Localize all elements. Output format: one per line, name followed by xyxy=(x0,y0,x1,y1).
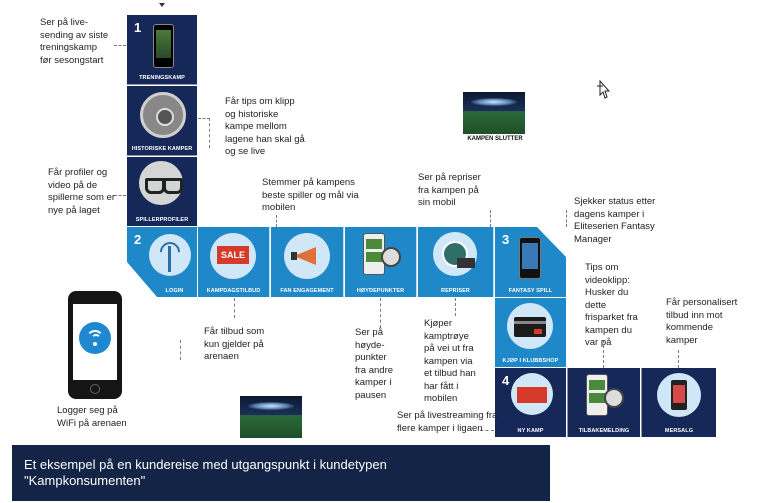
step-mersalg: MERSALG xyxy=(641,368,716,437)
phone-icon xyxy=(153,24,174,68)
step-number-1: 1 xyxy=(134,20,142,35)
leader-line xyxy=(114,45,126,46)
credit-card-icon xyxy=(507,303,553,349)
note-treningskamp: Ser på live- sending av siste treningska… xyxy=(40,17,109,66)
step-spillerprofiler: SPILLERPROFILER xyxy=(127,157,197,226)
note-repriser: Ser på repriser fra kampen på sin mobil xyxy=(418,172,481,208)
leader-line xyxy=(678,350,679,368)
leader-line xyxy=(198,118,210,119)
step-label-klubbshop: KJØP I KLUBBSHOP xyxy=(502,358,559,364)
step-label-repriser: REPRISER xyxy=(441,288,470,294)
step-historiske-kamper: HISTORISKE KAMPER xyxy=(127,86,197,156)
step-ny-kamp: 4 NY KAMP xyxy=(495,368,566,437)
stadium-icon xyxy=(240,396,302,438)
leader-line xyxy=(209,118,210,148)
step-fantasy-spill: 3 FANTASY SPILL xyxy=(495,227,566,297)
film-reel-icon xyxy=(140,92,186,138)
note-klubbshop: Kjøper kamptrøye på vei ut fra kampen vi… xyxy=(424,318,476,404)
leader-line xyxy=(380,298,381,328)
note-ny-kamp: Ser på livestreaming fra flere kamper i … xyxy=(397,410,498,434)
note-tilbakemelding: Tips om videoklipp: Husker du dette fris… xyxy=(585,262,638,348)
cursor-icon xyxy=(597,80,611,99)
step-label-fan-engagement: FAN ENGAGEMENT xyxy=(280,288,334,294)
step-label-kampdagstilbud: KAMPDAGSTILBUD xyxy=(206,288,261,294)
note-hoydepunkter: Ser på høyde- punkter fra andre kamper i… xyxy=(355,327,394,401)
step-label-hoydepunkter: HØYDEPUNKTER xyxy=(356,288,405,294)
step-number-2: 2 xyxy=(134,232,142,247)
megaphone-icon xyxy=(284,233,330,279)
video-clips-icon xyxy=(586,374,624,418)
sale-sign-icon: SALE xyxy=(210,233,256,279)
note-fantasy: Sjekker status etter dagens kamper i Eli… xyxy=(574,196,656,245)
step-label-fantasy: FANTASY SPILL xyxy=(508,288,553,294)
leader-line xyxy=(234,298,235,318)
leader-line xyxy=(455,298,456,316)
wifi-icon xyxy=(79,322,111,354)
phone-icon xyxy=(519,237,541,279)
step-label-login: LOGIN xyxy=(165,288,184,294)
step-label-mersalg: MERSALG xyxy=(664,428,694,434)
note-mersalg: Får personalisert tilbud inn mot kommend… xyxy=(666,297,738,346)
sale-sign-icon xyxy=(511,373,553,415)
note-spillerprofiler: Får profiler og video på de spillerne so… xyxy=(48,167,116,216)
step-repriser: REPRISER xyxy=(418,227,494,297)
step-number-4: 4 xyxy=(502,373,510,388)
sale-sign-text: SALE xyxy=(217,246,249,264)
phone-icon xyxy=(657,373,701,417)
leader-line xyxy=(603,340,604,368)
step-label-spillerprofiler: SPILLERPROFILER xyxy=(135,217,189,223)
phone-icon xyxy=(68,291,122,399)
step-treningskamp: 1 TRENINGSKAMP xyxy=(127,15,197,85)
wifi-tower-icon xyxy=(149,234,191,276)
leader-line xyxy=(490,210,491,227)
video-clips-icon xyxy=(363,233,401,277)
step-label-treningskamp: TRENINGSKAMP xyxy=(139,75,185,81)
step-fan-engagement: FAN ENGAGEMENT xyxy=(271,227,344,297)
step-klubbshop: KJØP I KLUBBSHOP xyxy=(495,298,566,367)
step-label-tilbakemelding: TILBAKEMELDING xyxy=(578,428,630,434)
step-kampdagstilbud: SALE KAMPDAGSTILBUD xyxy=(198,227,270,297)
stadium-icon xyxy=(463,92,525,134)
leader-line xyxy=(276,215,277,227)
film-reel-icon xyxy=(433,232,477,276)
glasses-icon xyxy=(139,161,183,205)
step-tilbakemelding: TILBAKEMELDING xyxy=(567,368,640,437)
step-label-historiske: HISTORISKE KAMPER xyxy=(131,146,193,152)
note-kampdagstilbud: Får tilbud som kun gjelder på arenaen xyxy=(204,326,265,362)
kampen-slutter-label: KAMPEN SLUTTER xyxy=(467,136,523,142)
step-number-3: 3 xyxy=(502,232,510,247)
note-login: Logger seg på WiFi på arenaen xyxy=(57,405,127,429)
step-label-ny-kamp: NY KAMP xyxy=(517,428,544,434)
leader-line xyxy=(566,210,567,227)
step-login: 2 LOGIN xyxy=(127,227,197,297)
step-hoydepunkter: HØYDEPUNKTER xyxy=(345,227,417,297)
note-historiske: Får tips om klipp og historiske kampe me… xyxy=(225,96,305,157)
leader-line xyxy=(180,340,181,360)
leader-line xyxy=(114,195,126,196)
caption-bar: Et eksempel på en kundereise med utgangs… xyxy=(12,445,550,501)
leader-line xyxy=(480,430,494,431)
top-arrow-marker xyxy=(159,3,165,7)
note-fan-engagement: Stemmer på kampens beste spiller og mål … xyxy=(262,177,359,213)
